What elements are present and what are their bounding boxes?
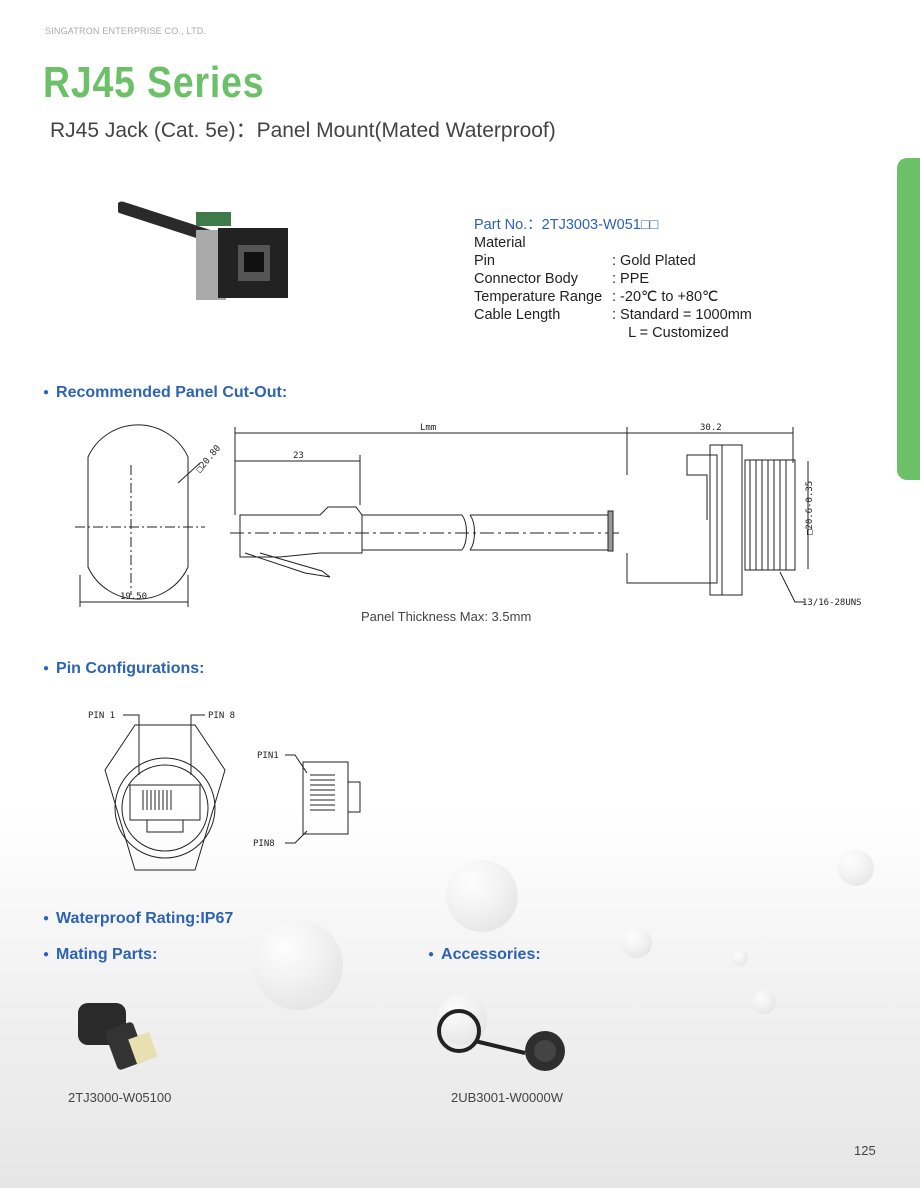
company-name: SINGATRON ENTERPRISE CO., LTD. [45,26,207,36]
accessory-photo [437,1009,565,1071]
page-number: 125 [854,1143,876,1158]
decorative-bubble [838,850,874,886]
section-accessories: Accessories: [428,946,541,964]
page-title: RJ45 Series [43,58,265,107]
material-heading: Material [474,235,526,251]
spec-row: Cable Length : Standard = 1000mm [474,306,752,324]
decorative-bubble [253,920,343,1010]
pin8-label-side: PIN8 [253,839,275,849]
spec-key: Cable Length [474,307,561,323]
dim-23: 23 [293,451,304,461]
spec-value: L = Customized [612,325,729,341]
section-pin-config: Pin Configurations: [43,660,204,678]
section-mating-parts: Mating Parts: [43,946,157,964]
spec-row: Pin : Gold Plated [474,252,752,270]
spec-key: Pin [474,253,495,269]
thread-spec: 13/16-28UNS [802,598,862,608]
spec-key: Temperature Range [474,289,603,305]
pin8-label: PIN 8 [208,711,235,721]
decorative-bubble [732,950,748,966]
mating-part-photo [78,1003,158,1070]
decorative-bubble [622,928,652,958]
decorative-bubble [446,860,518,932]
spec-key [474,324,612,342]
panel-thickness-note: Panel Thickness Max: 3.5mm [361,609,532,624]
panel-cutout-drawing: 19.50 □20.80 Lmm 23 30.2 □20.6-0.35 13/1… [75,423,862,608]
mating-part-number: 2TJ3000-W05100 [68,1090,172,1105]
pin-config-drawing: PIN 1 PIN 8 PIN1 PIN8 [88,711,361,871]
spec-value: : -20℃ to +80℃ [612,289,719,305]
pin1-label: PIN 1 [88,711,115,721]
spec-value: : Gold Plated [612,253,696,269]
part-number: Part No.：2TJ3003-W051□□ [474,217,659,233]
section-cutout: Recommended Panel Cut-Out: [43,384,287,402]
dim-lmm: Lmm [420,423,436,433]
spec-value: : PPE [612,271,650,287]
side-tab [897,158,920,480]
page-subtitle: RJ45 Jack (Cat. 5e)：Panel Mount(Mated Wa… [50,119,556,142]
spec-row: L = Customized [474,324,752,342]
product-photo [118,201,288,300]
pin1-label-side: PIN1 [257,751,279,761]
spec-row: Temperature Range : -20℃ to +80℃ [474,288,752,306]
dim-20-80: □20.80 [195,444,224,475]
spec-row: Connector Body : PPE [474,270,752,288]
dim-20-6: □20.6-0.35 [805,481,815,535]
dim-30-2: 30.2 [700,423,722,433]
spec-key: Connector Body [474,271,578,287]
section-waterproof: Waterproof Rating:IP67 [43,910,233,928]
decorative-bubble [752,990,776,1014]
spec-value: : Standard = 1000mm [612,307,752,323]
dim-19-50: 19.50 [120,592,147,602]
accessory-part-number: 2UB3001-W0000W [451,1090,563,1105]
specifications: Part No.：2TJ3003-W051□□ Material Pin : Go… [474,216,752,342]
